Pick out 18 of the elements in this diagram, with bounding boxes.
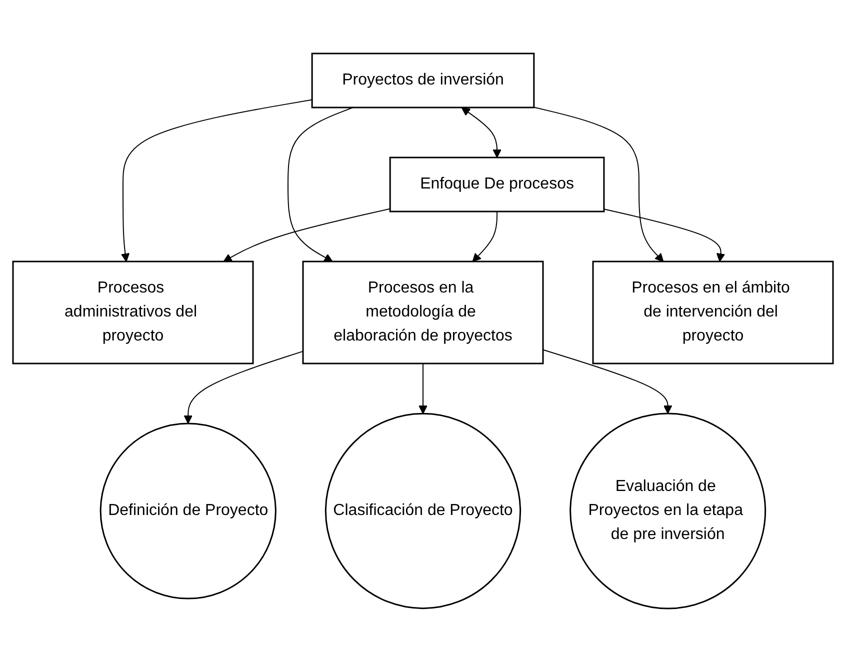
arrow — [460, 107, 501, 158]
node-box: Procesos administrativos del proyecto — [12, 260, 254, 364]
node-circle: Evaluación de Proyectos en la etapa de pre inversión — [569, 412, 766, 610]
arrow — [222, 208, 390, 262]
arrow — [418, 363, 427, 414]
arrow — [602, 208, 725, 262]
arrow — [183, 350, 303, 424]
arrow — [287, 107, 353, 262]
arrow — [542, 349, 672, 414]
node-circle: Clasificación de Proyecto — [324, 412, 521, 610]
arrow — [120, 99, 312, 262]
node-box: Procesos en el ámbito de intervención del proyecto — [592, 260, 834, 364]
arrow — [532, 106, 664, 262]
node-box: Procesos en la metodología de elaboración de proyectos — [302, 260, 544, 364]
node-circle: Definición de Proyecto — [99, 422, 276, 600]
node-box: Proyectos de inversión — [310, 52, 534, 108]
node-box: Enfoque De procesos — [388, 156, 604, 212]
arrow — [472, 211, 498, 262]
